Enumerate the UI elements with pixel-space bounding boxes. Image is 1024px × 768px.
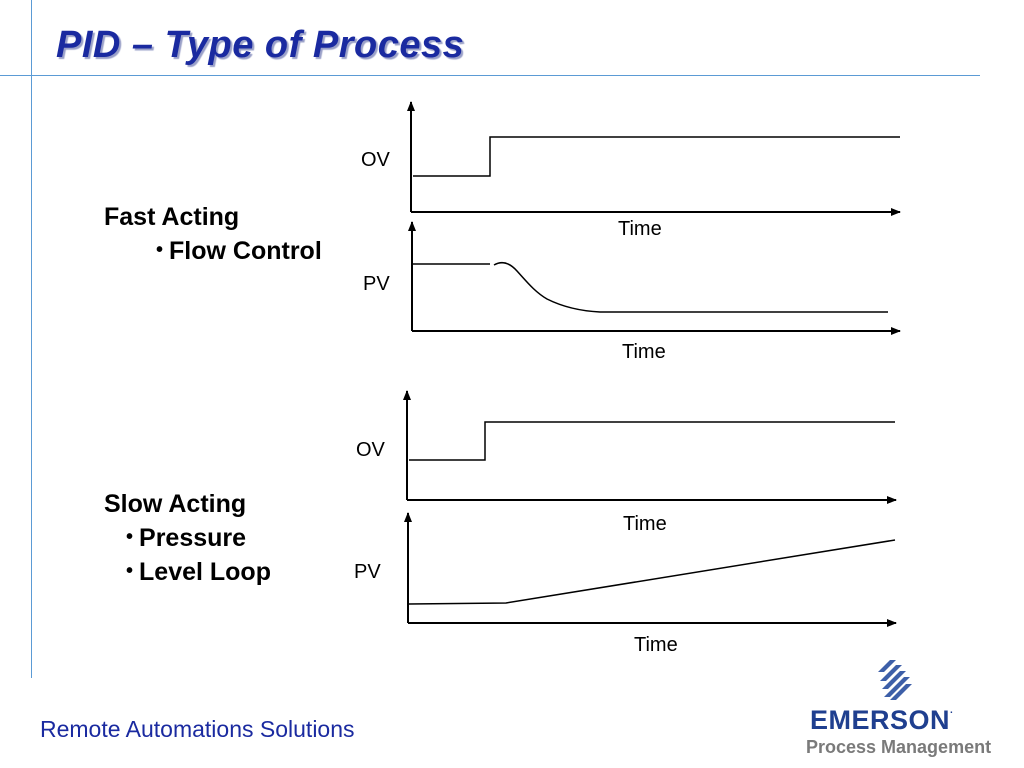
bullet-dot: • [126,560,134,582]
bullet-dot: • [126,526,134,548]
bullet-level-loop: •Level Loop [126,558,271,587]
slow-pv-y-label: PV [354,561,381,583]
slow-pv-ramp-line [408,539,896,605]
fast-pv-x-label: Time [622,341,666,363]
slow-ov-plot: OV Time [356,390,897,535]
bullet-label: Level Loop [139,558,271,586]
left-rule [31,0,32,678]
fast-ov-y-label: OV [361,149,391,171]
slide-title: PID – Type of Process [56,24,465,66]
slow-pv-x-label: Time [634,634,678,656]
fast-acting-heading: Fast Acting [104,203,240,231]
fast-ov-step-line [413,136,900,177]
slow-ov-step-line [409,421,895,461]
emerson-brand-subtitle: Process Management [806,737,992,757]
logo-stripes-icon [878,660,912,700]
bullet-dot: • [156,239,164,261]
brand-registered: . [950,705,954,716]
brand-text: EMERSON [810,705,951,735]
emerson-brand-name: EMERSON. [810,705,953,736]
slow-acting-heading: Slow Acting [104,490,247,518]
fast-pv-response-curve [493,262,888,313]
header-rule [0,75,980,76]
bullet-pressure: •Pressure [126,524,246,553]
fast-pv-plot: PV Time [363,221,901,363]
slow-pv-plot: PV Time [354,512,897,656]
bullet-flow-control: •Flow Control [156,237,322,266]
footer-text: Remote Automations Solutions [40,716,355,742]
emerson-logo-mark [878,660,912,700]
fast-ov-x-label: Time [618,218,662,240]
bullet-label: Flow Control [169,237,322,265]
slow-ov-x-label: Time [623,513,667,535]
slow-ov-y-label: OV [356,439,386,461]
fast-pv-y-label: PV [363,273,390,295]
bullet-label: Pressure [139,524,247,552]
fast-ov-plot: OV Time [361,101,901,240]
